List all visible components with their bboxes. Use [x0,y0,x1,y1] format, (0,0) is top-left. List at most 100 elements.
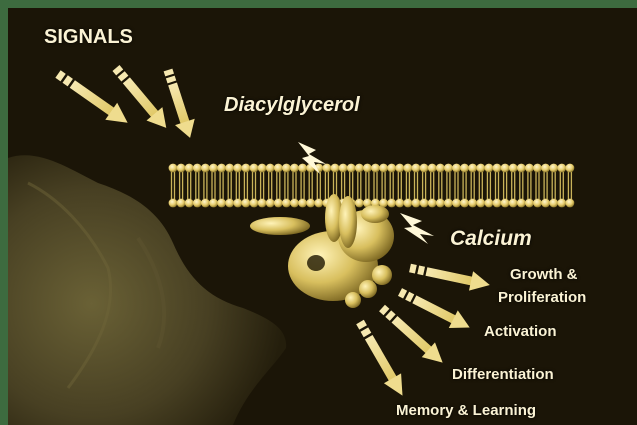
lipid-head [169,164,178,173]
lipid-head [412,164,421,173]
memory-learning-label: Memory & Learning [396,402,536,419]
lipid-head [193,199,202,208]
lipid-head [233,164,242,173]
lipid-head [266,199,275,208]
lipid-head [412,199,421,208]
lipid-head [476,164,485,173]
lipid-head [541,164,550,173]
activation-label: Activation [484,323,557,340]
lipid-head [298,164,307,173]
lipid-head [395,199,404,208]
lipid-head [485,199,494,208]
lipid-head [209,164,218,173]
lipid-head [282,164,291,173]
lipid-head [387,164,396,173]
lipid-head [476,199,485,208]
lipid-head [217,199,226,208]
lipid-head [355,164,364,173]
lipid-head [395,164,404,173]
lipid-head [533,199,542,208]
proliferation-label: Proliferation [498,289,586,306]
lipid-head [566,199,575,208]
lipid-head [404,199,413,208]
lipid-head [217,164,226,173]
lipid-head [501,164,510,173]
lipid-head [428,164,437,173]
lipid-head [541,199,550,208]
lipid-head [509,199,518,208]
lipid-head [233,199,242,208]
growth-label: Growth & [510,266,578,283]
lipid-head [185,164,194,173]
lipid-head [460,199,469,208]
lipid-head [274,199,283,208]
lipid-head [379,164,388,173]
protein-kinase-c [250,194,394,308]
lipid-head [549,199,558,208]
signal-arrows [52,61,200,141]
lipid-head [436,164,445,173]
lipid-head [525,199,534,208]
diagram-graphics [8,8,637,425]
lipid-head [258,199,267,208]
lipid-head [298,199,307,208]
lipid-head [177,199,186,208]
lipid-head [428,199,437,208]
lipid-head [420,199,429,208]
signals-label: SIGNALS [44,26,133,49]
lipid-head [201,164,210,173]
lipid-head [266,164,275,173]
lipid-head [436,199,445,208]
lipid-head [274,164,283,173]
lipid-head [363,164,372,173]
lipid-head [460,164,469,173]
lipid-head [509,164,518,173]
lipid-head [452,199,461,208]
lipid-head [355,199,364,208]
lipid-head [493,199,502,208]
lipid-head [242,164,251,173]
lipid-head [444,164,453,173]
lipid-head [209,199,218,208]
lipid-head [250,164,259,173]
differentiation-label: Differentiation [452,366,554,383]
lipid-head [193,164,202,173]
lipid-head [306,199,315,208]
lipid-head [525,164,534,173]
lipid-head [290,199,299,208]
lipid-head [557,164,566,173]
lipid-head [242,199,251,208]
lipid-head [169,199,178,208]
lipid-head [444,199,453,208]
lipid-head [177,164,186,173]
lipid-head [549,164,558,173]
lipid-head [420,164,429,173]
lipid-head [517,164,526,173]
lightning-bolt-calcium [400,213,434,244]
lipid-head [452,164,461,173]
lipid-head [347,164,356,173]
lipid-head [339,164,348,173]
membrane-lipid-bilayer [169,164,575,208]
lipid-head [387,199,396,208]
lipid-head [314,199,323,208]
lipid-head [282,199,291,208]
lipid-head [468,199,477,208]
lipid-head [323,164,332,173]
diacylglycerol-label: Diacylglycerol [224,94,360,117]
lipid-head [517,199,526,208]
lipid-head [290,164,299,173]
lipid-head [533,164,542,173]
diagram-canvas: SIGNALS Diacylglycerol Calcium Growth & … [8,8,637,425]
lipid-head [566,164,575,173]
lipid-head [201,199,210,208]
lipid-head [557,199,566,208]
lipid-head [250,199,259,208]
lipid-head [485,164,494,173]
lipid-head [468,164,477,173]
lipid-head [185,199,194,208]
lipid-head [404,164,413,173]
lipid-head [225,199,234,208]
lipid-head [331,164,340,173]
lipid-head [258,164,267,173]
